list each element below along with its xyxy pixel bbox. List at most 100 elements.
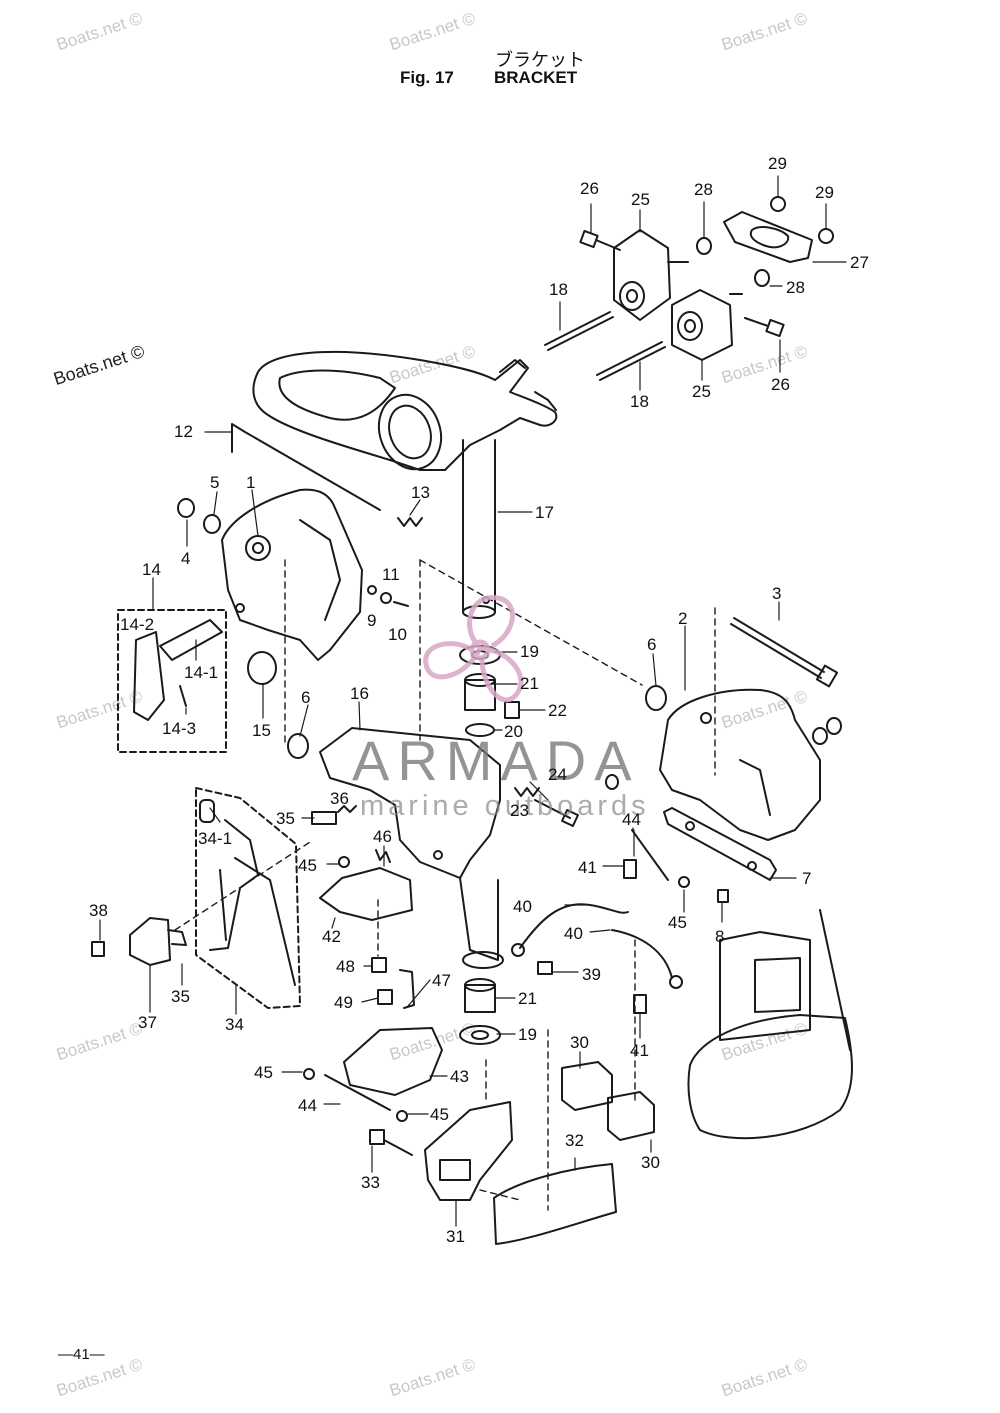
- mount-bolt-26-lower: [744, 317, 785, 338]
- lever-14-2: [133, 631, 165, 721]
- assembly-guide-lines: [174, 559, 716, 1211]
- page-number: —41—: [58, 1346, 105, 1363]
- figure-title: BRACKET: [494, 68, 578, 87]
- callout-21: 21: [518, 989, 537, 1008]
- callout-16: 16: [350, 684, 369, 703]
- callout-45: 45: [298, 856, 317, 875]
- nut-29: [770, 196, 786, 212]
- ground-lead-lower: [611, 929, 673, 979]
- callout-39: 39: [582, 965, 601, 984]
- washer-right: [812, 727, 828, 745]
- callout-23: 23: [510, 801, 529, 820]
- callout-17: 17: [535, 503, 554, 522]
- stopper-bracket: [424, 1101, 513, 1201]
- spring-46: [375, 849, 391, 863]
- screw-8: [717, 889, 729, 903]
- callout-14-3: 14-3: [162, 719, 197, 738]
- callout-49: 49: [334, 993, 353, 1012]
- callout-45: 45: [430, 1105, 449, 1124]
- clamp-bracket-right: [659, 688, 821, 841]
- washer-5: [203, 514, 221, 534]
- spring-36: [337, 805, 357, 813]
- lower-unit-housing: [687, 909, 853, 1140]
- callout-45: 45: [254, 1063, 273, 1082]
- callout-18: 18: [630, 392, 649, 411]
- clip-45: [303, 1068, 315, 1080]
- callout-40: 40: [564, 924, 583, 943]
- callout-2: 2: [678, 609, 688, 628]
- bracket-37: [129, 917, 171, 966]
- callout-26: 26: [771, 375, 790, 394]
- callout-44: 44: [298, 1096, 317, 1115]
- mount-bolt-26-upper: [579, 229, 621, 251]
- cap-15: [247, 651, 277, 685]
- shaft-44-upper: [631, 829, 669, 881]
- callout-30: 30: [641, 1153, 660, 1172]
- title-japanese: ブラケット: [495, 50, 585, 71]
- callout-6: 6: [647, 635, 657, 654]
- latch-42: [319, 867, 413, 921]
- steering-frame: [252, 350, 558, 471]
- mount-plate: [723, 211, 813, 263]
- callout-11: 11: [382, 565, 400, 584]
- screw-41: [623, 859, 637, 879]
- stud-18-lower: [596, 341, 666, 381]
- pad-30-upper: [561, 1061, 613, 1111]
- callout-19: 19: [520, 642, 539, 661]
- spring-13: [397, 517, 423, 527]
- callout-12: 12: [174, 422, 193, 441]
- nut-right: [826, 717, 842, 735]
- nut-4: [177, 498, 195, 518]
- washer-6-right: [645, 685, 667, 711]
- callout-3: 3: [772, 584, 782, 603]
- clip-48: [371, 957, 387, 973]
- callout-42: 42: [322, 927, 341, 946]
- collar-35: [311, 811, 337, 825]
- callout-26: 26: [580, 179, 599, 198]
- clip-45: [396, 1110, 408, 1122]
- bolt-38: [91, 941, 105, 957]
- callout-41: 41: [630, 1041, 649, 1060]
- callout-25: 25: [631, 190, 650, 209]
- callout-45: 45: [668, 913, 687, 932]
- callout-34-1: 34-1: [198, 829, 233, 848]
- callout-24: 24: [548, 765, 567, 784]
- rubber-mount-upper: [613, 229, 689, 321]
- callout-43: 43: [450, 1067, 469, 1086]
- callout-32: 32: [565, 1131, 584, 1150]
- callout-25: 25: [692, 382, 711, 401]
- spring-23: [514, 787, 540, 797]
- pin-34-1: [199, 799, 215, 823]
- callout-14-2: 14-2: [120, 615, 155, 634]
- clip-45: [338, 856, 350, 868]
- washer-28: [696, 237, 712, 255]
- steering-shaft: [462, 439, 496, 619]
- callout-9: 9: [367, 611, 377, 630]
- callout-34: 34: [225, 1015, 244, 1034]
- callout-47: 47: [432, 971, 451, 990]
- clamp-bracket-left: [221, 488, 363, 661]
- nut-29: [818, 228, 834, 244]
- grease-fitting: [605, 774, 619, 790]
- callout-22: 22: [548, 701, 567, 720]
- callout-14-1: 14-1: [184, 663, 219, 682]
- kit-14-box: [117, 609, 227, 753]
- brand-subtitle-watermark: marine outboards: [360, 790, 650, 822]
- callout-28: 28: [694, 180, 713, 199]
- callout-1: 1: [246, 473, 256, 492]
- collar-35-lower: [167, 929, 187, 946]
- bolt-33: [369, 1129, 385, 1145]
- callout-37: 37: [138, 1013, 157, 1032]
- lever-34-box: [195, 787, 301, 1009]
- propeller-logo-icon: [423, 595, 524, 703]
- callout-15: 15: [252, 721, 271, 740]
- stud-18-upper: [544, 311, 614, 351]
- callout-8: 8: [715, 927, 725, 946]
- lock-plate-43: [343, 1027, 443, 1096]
- collar-49: [377, 989, 393, 1005]
- thrust-plate: [663, 807, 777, 881]
- washer-9: [367, 585, 377, 595]
- bushing-21-lower: [464, 984, 496, 1013]
